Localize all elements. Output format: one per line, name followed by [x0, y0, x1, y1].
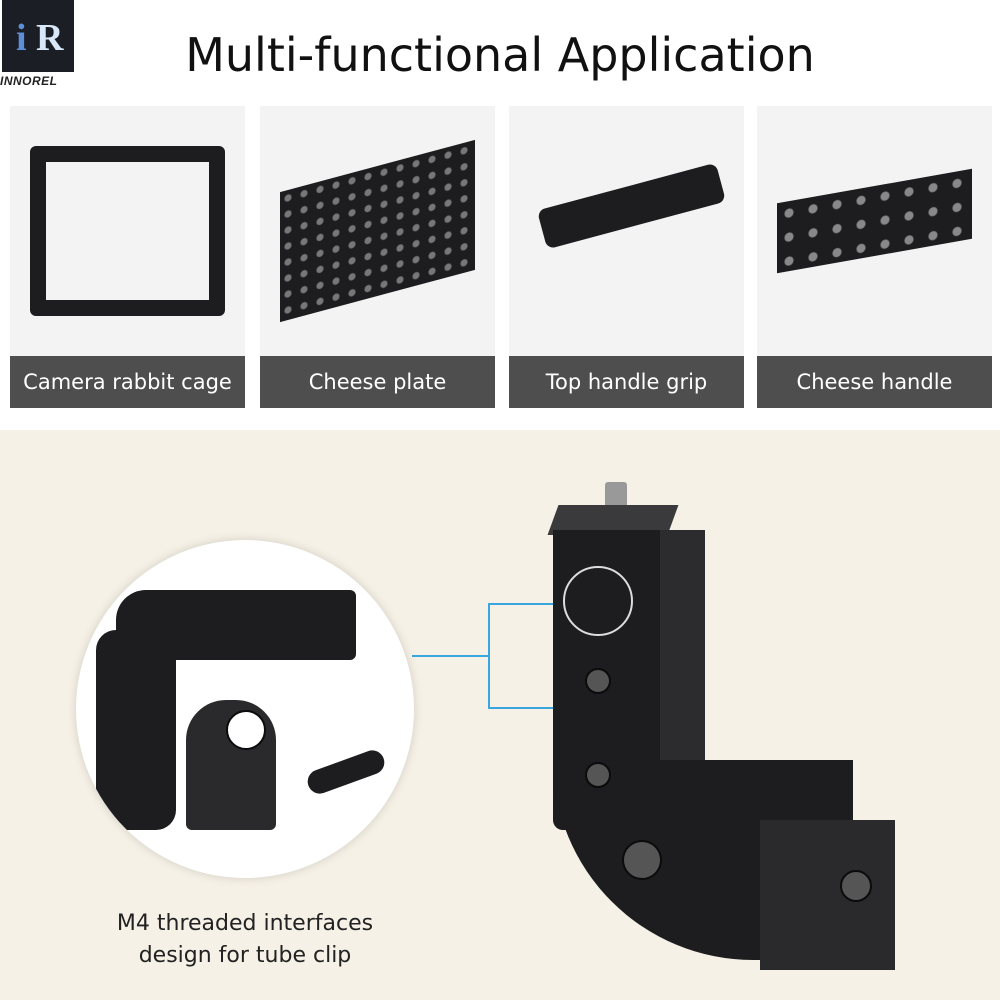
caption-line-2: design for tube clip	[138, 943, 352, 968]
tile-cheese-plate: Cheese plate	[260, 106, 495, 408]
tube-clip-closeup	[76, 540, 414, 878]
top-handle-image	[536, 162, 727, 250]
callout-line	[412, 655, 490, 657]
page-title: Multi-functional Application	[185, 28, 815, 82]
brand-name: INNOREL	[0, 74, 58, 88]
camera-cage-image	[30, 146, 225, 316]
tile-label: Cheese plate	[260, 356, 495, 408]
tile-label: Cheese handle	[757, 356, 992, 408]
cheese-handle-image	[777, 168, 972, 274]
tile-label: Top handle grip	[509, 356, 744, 408]
callout-line	[488, 603, 578, 605]
tile-top-handle: Top handle grip	[509, 106, 744, 408]
callout-line	[488, 707, 588, 709]
callout-line	[488, 603, 490, 709]
tile-label: Camera rabbit cage	[10, 356, 245, 408]
closeup-caption: M4 threaded interfaces design for tube c…	[80, 908, 410, 972]
tile-cheese-handle: Cheese handle	[757, 106, 992, 408]
caption-line-1: M4 threaded interfaces	[116, 911, 374, 936]
cheese-plate-image	[280, 139, 475, 323]
tile-camera-cage: Camera rabbit cage	[10, 106, 245, 408]
